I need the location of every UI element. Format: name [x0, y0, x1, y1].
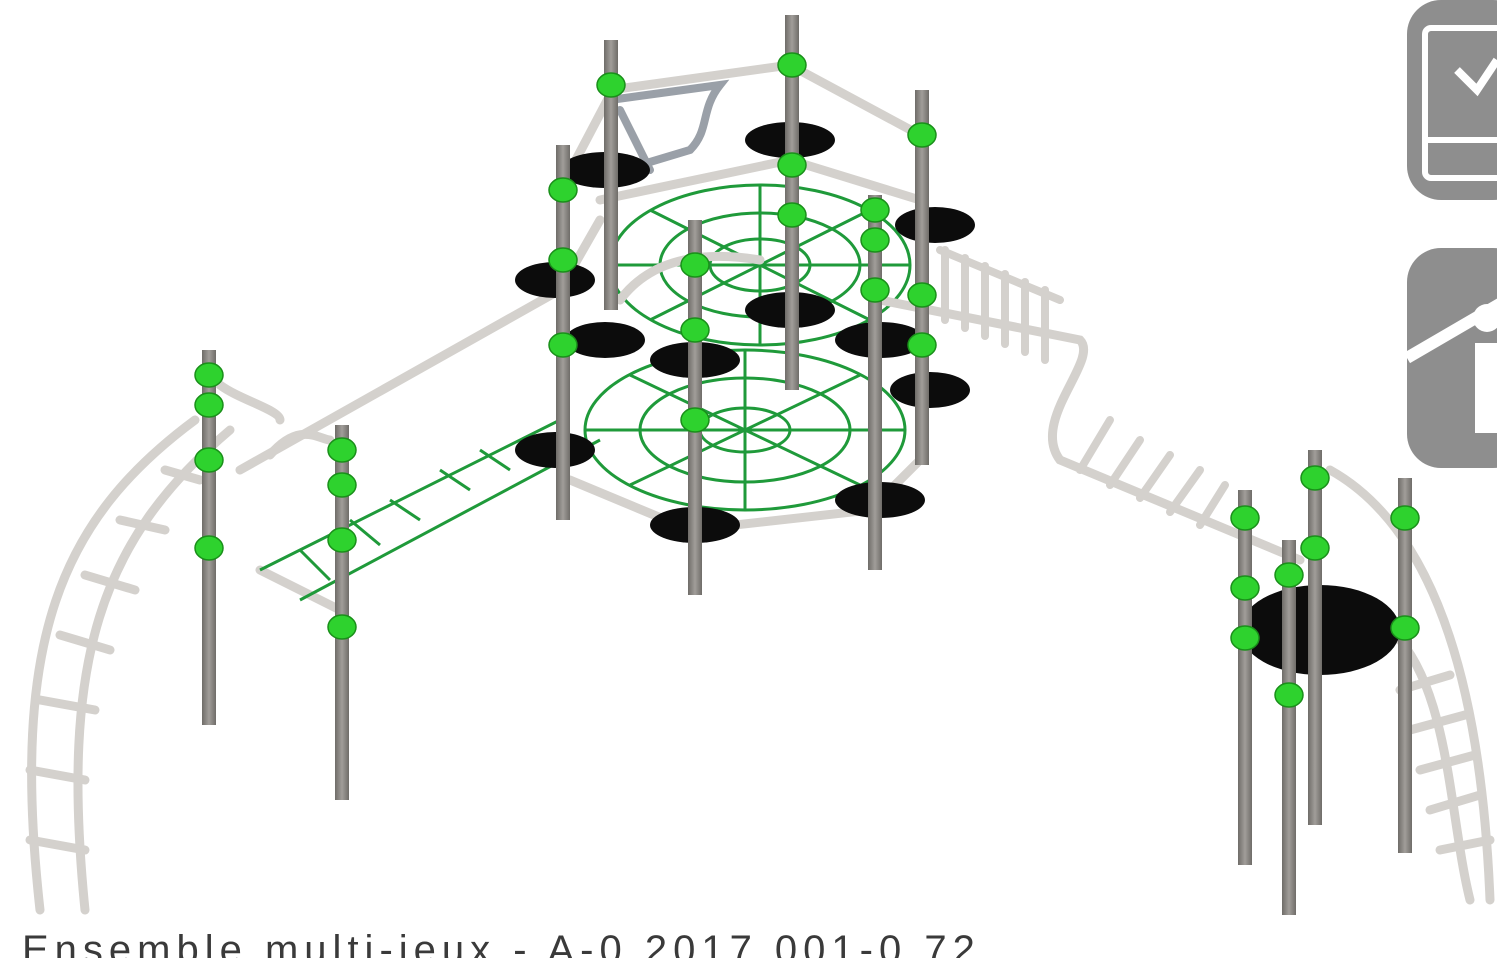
info-icon	[1407, 248, 1497, 468]
measure-icon	[1407, 0, 1497, 200]
green-connectors	[194, 52, 1420, 708]
monkey-bar	[606, 79, 730, 174]
left-curved-ladder	[25, 415, 235, 915]
platforms	[515, 122, 1400, 675]
product-caption: Ensemble multi-jeux - A-0.2017.001-0.72	[22, 930, 981, 958]
right-curved-ladder	[1325, 465, 1495, 905]
right-ladder	[936, 246, 1229, 529]
